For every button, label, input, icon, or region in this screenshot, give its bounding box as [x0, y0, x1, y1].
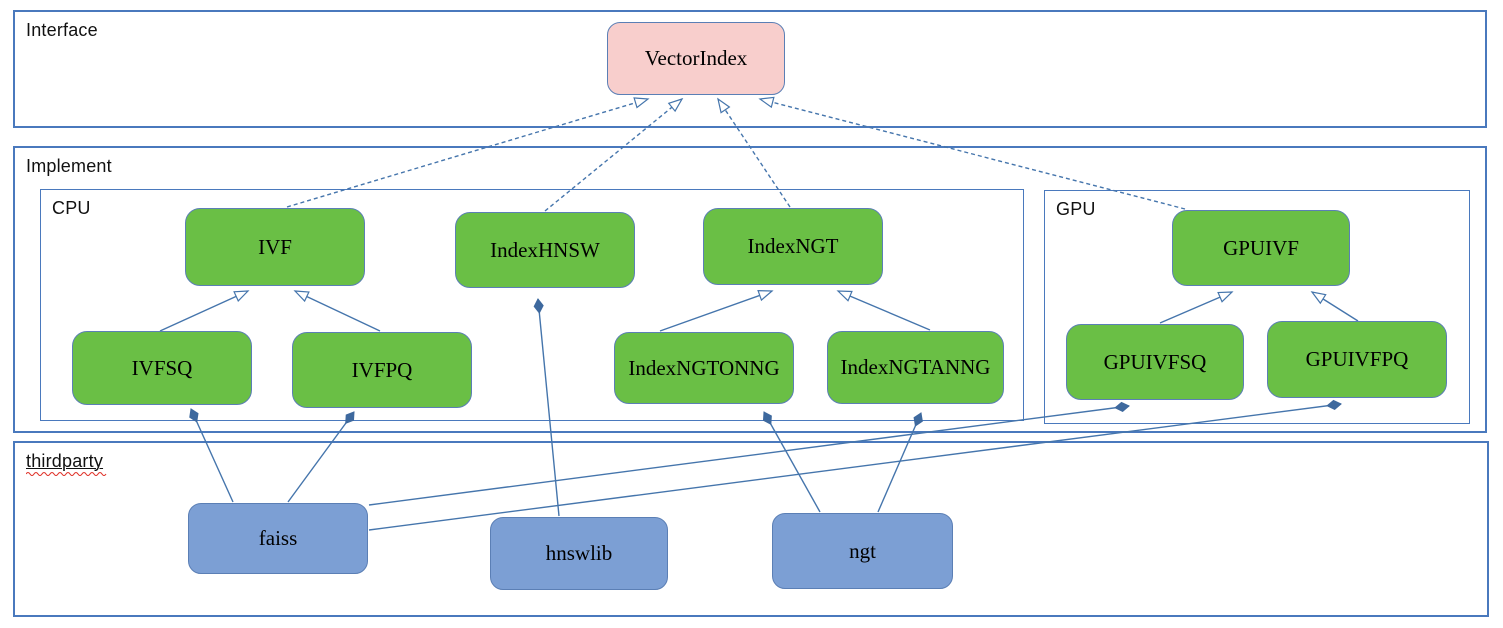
- cpu-container: CPU: [40, 189, 1024, 421]
- node-gpuivfsq-label: GPUIVFSQ: [1103, 349, 1207, 374]
- node-indexngtonng-label: IndexNGTONNG: [628, 355, 780, 380]
- node-indexngt: IndexNGT: [703, 208, 883, 285]
- edge-ngt-to-indexngtonng: [762, 411, 821, 513]
- node-indexhnsw: IndexHNSW: [455, 212, 635, 288]
- node-gpuivfpq-label: GPUIVFPQ: [1305, 347, 1409, 371]
- edge-faiss-to-gpuivfpq: [368, 399, 1342, 531]
- gpu-label: GPU: [1056, 199, 1096, 219]
- edge-ivfsq-to-ivf: [159, 290, 250, 332]
- node-faiss: faiss: [188, 503, 368, 574]
- edge-faiss-to-ivfpq: [287, 411, 355, 503]
- spellcheck-squiggle-icon: [26, 471, 107, 476]
- node-indexhnsw-label: IndexHNSW: [490, 237, 600, 262]
- edge-ngt-to-indexngtanng: [877, 412, 923, 513]
- gpu-container: GPU: [1044, 190, 1470, 424]
- edge-indexhnsw-to-vectorindex: [544, 97, 684, 212]
- edge-indexngtonng-to-indexngt: [659, 290, 774, 332]
- node-vectorindex-label: VectorIndex: [644, 46, 748, 70]
- interface-label: Interface: [26, 20, 98, 40]
- node-indexngt-label: IndexNGT: [747, 234, 839, 258]
- node-hnswlib: hnswlib: [490, 517, 668, 590]
- node-faiss-label: faiss: [258, 526, 298, 550]
- node-ngt-label: ngt: [849, 538, 876, 563]
- node-gpuivf: GPUIVF: [1172, 210, 1350, 286]
- node-ivfpq: IVFPQ: [292, 332, 472, 408]
- node-gpuivfsq: GPUIVFSQ: [1066, 324, 1244, 400]
- node-ivfpq-label: IVFPQ: [351, 357, 413, 382]
- cpu-label: CPU: [52, 198, 91, 218]
- node-vectorindex: VectorIndex: [607, 22, 785, 95]
- node-ivf: IVF: [185, 208, 365, 286]
- node-ngt: ngt: [772, 513, 953, 589]
- edge-ivf-to-vectorindex: [286, 97, 650, 208]
- edge-indexngtanng-to-indexngt: [836, 290, 931, 331]
- edge-gpuivfpq-to-gpuivf: [1310, 291, 1359, 322]
- node-indexngtanng-label: IndexNGTANNG: [840, 355, 991, 379]
- edge-ivfpq-to-ivf: [293, 290, 381, 332]
- edge-indexngt-to-vectorindex: [717, 97, 791, 208]
- node-ivfsq-label: IVFSQ: [131, 355, 193, 380]
- node-ivfsq: IVFSQ: [72, 331, 252, 405]
- edge-faiss-to-gpuivfsq: [368, 401, 1130, 506]
- node-gpuivfpq: GPUIVFPQ: [1267, 321, 1447, 398]
- edge-gpuivf-to-vectorindex: [758, 96, 1186, 210]
- node-indexngtanng: IndexNGTANNG: [827, 331, 1004, 404]
- node-ivf-label: IVF: [258, 234, 292, 259]
- node-hnswlib-label: hnswlib: [545, 541, 613, 565]
- thirdparty-container: thirdparty: [13, 441, 1489, 617]
- implement-label: Implement: [26, 156, 112, 176]
- thirdparty-label: thirdparty: [26, 451, 104, 471]
- node-gpuivf-label: GPUIVF: [1223, 235, 1299, 260]
- node-indexngtonng: IndexNGTONNG: [614, 332, 794, 404]
- edge-faiss-to-ivfsq: [189, 408, 234, 503]
- edge-hnswlib-to-indexhnsw: [533, 298, 560, 517]
- edge-gpuivfsq-to-gpuivf: [1159, 291, 1234, 324]
